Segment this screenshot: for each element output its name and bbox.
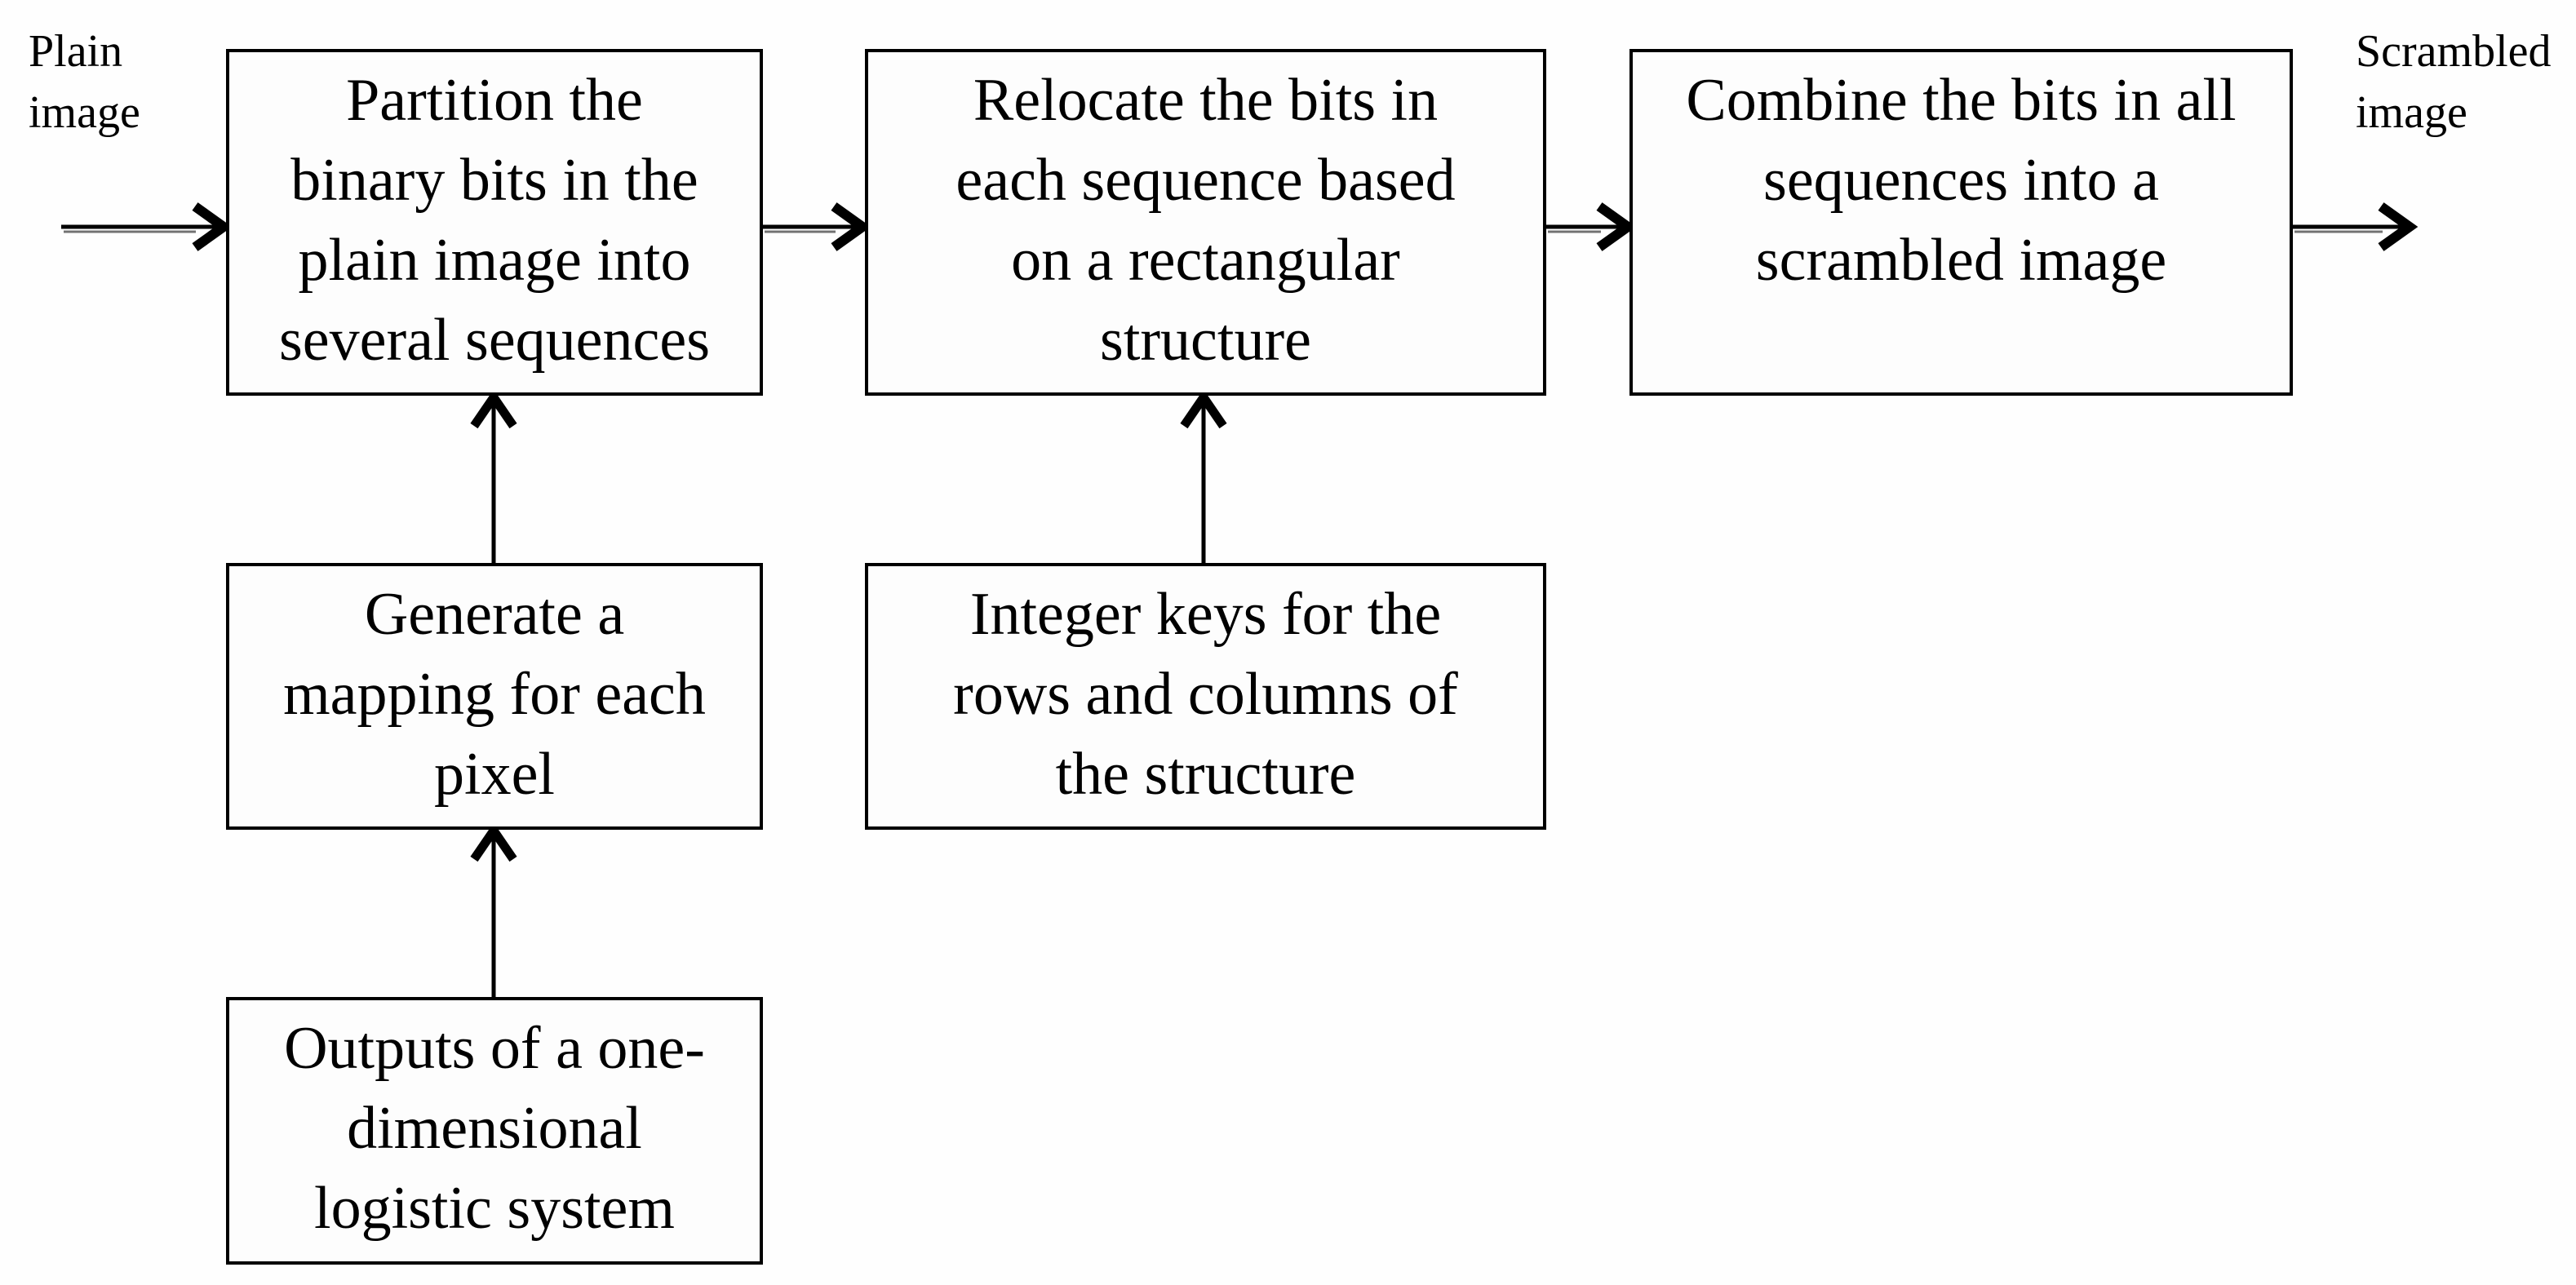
arrow-right-output-icon [2293, 202, 2419, 251]
arrow-up-generate-icon [470, 389, 517, 563]
arrow-right-input-icon [61, 202, 233, 251]
step-text: Generate a mapping for each pixel [283, 581, 706, 808]
step-box-relocate-bits: Relocate the bits in each sequence based… [865, 49, 1546, 396]
arrow-right-step1-icon [763, 202, 871, 251]
step-box-integer-keys: Integer keys for the rows and columns of… [865, 563, 1546, 830]
step-text: Combine the bits in all sequences into a… [1686, 67, 2237, 294]
arrow-right-step2-icon [1546, 202, 1637, 251]
step-text: Partition the binary bits in the plain i… [278, 67, 710, 374]
arrow-up-keys-icon [1180, 389, 1227, 563]
step-box-generate-mapping: Generate a mapping for each pixel [226, 563, 763, 830]
plain-image-label: Plain image [29, 26, 140, 138]
step-box-combine-bits: Combine the bits in all sequences into a… [1629, 49, 2293, 396]
step-text: Outputs of a one- dimensional logistic s… [284, 1015, 705, 1242]
scrambled-image-label: Scrambled image [2356, 26, 2552, 138]
arrow-up-outputs-icon [470, 822, 517, 997]
step-box-partition-bits: Partition the binary bits in the plain i… [226, 49, 763, 396]
step-text: Integer keys for the rows and columns of… [953, 581, 1458, 808]
step-text: Relocate the bits in each sequence based… [955, 67, 1456, 374]
step-box-logistic-outputs: Outputs of a one- dimensional logistic s… [226, 997, 763, 1265]
